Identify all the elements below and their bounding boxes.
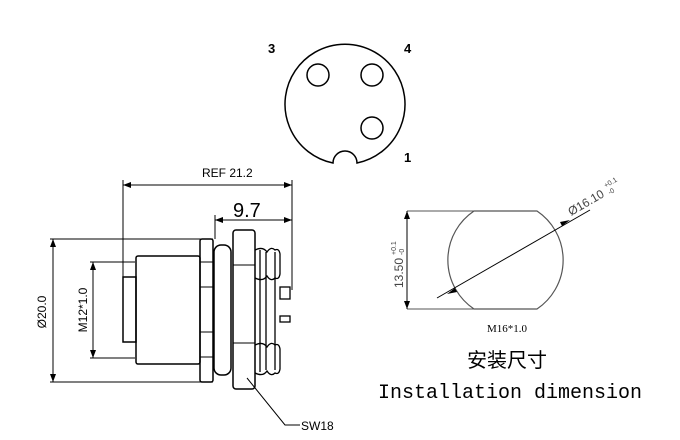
pin-label-1: 1: [404, 150, 411, 165]
coupling-body: [135, 255, 201, 365]
o-ring: [213, 244, 232, 376]
pin-label-3: 3: [268, 41, 275, 56]
pin-label-4: 4: [404, 41, 412, 56]
installation-title-cn: 安装尺寸: [467, 349, 547, 372]
installation-diameter-text: Ø16.10: [566, 187, 607, 219]
connector-face-outline: [284, 43, 406, 164]
diameter-leader: [436, 209, 591, 299]
side-view: [50, 180, 300, 426]
installation-title-en: Installation dimension: [378, 382, 642, 405]
thread-dimension-text: M12*1.0: [76, 287, 90, 332]
pin-hole-4: [360, 63, 384, 87]
depth-dimension-text: 9.7: [233, 200, 261, 222]
hex-nut: [232, 229, 256, 390]
installation-cutout: [404, 209, 591, 310]
front-nub: [122, 276, 137, 343]
diameter-dimension-text: Ø20.0: [35, 295, 49, 328]
rear-thread: [254, 247, 291, 376]
diameter-dimension: Ø16.10 +0.1 -0: [566, 177, 619, 219]
ref-dimension-text: REF 21.2: [202, 166, 253, 180]
height-dimension-text: 13.50: [392, 258, 406, 288]
hex-flange: [199, 238, 214, 383]
installation-thread-label: M16*1.0: [487, 323, 528, 335]
height-tol-lower: -0: [399, 249, 406, 255]
diameter-tol-lower: -0: [607, 187, 616, 196]
pin-hole-3: [306, 63, 330, 87]
d-cut-outline: [447, 210, 564, 310]
sw-leader-line: [246, 377, 300, 426]
height-tol-upper: +0.1: [391, 241, 398, 255]
top-view-pinout: 3 4 1: [268, 41, 412, 165]
height-dimension: 13.50 +0.1 -0: [391, 241, 406, 288]
wrench-size-text: SW18: [301, 419, 334, 433]
pin-hole-1: [360, 116, 384, 140]
